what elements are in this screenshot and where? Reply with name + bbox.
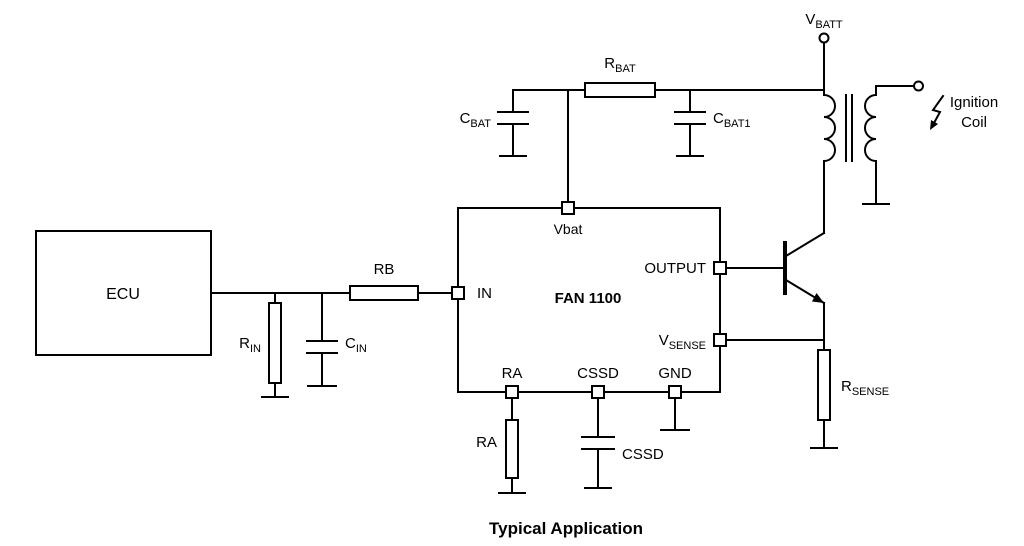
rin-body <box>268 302 282 384</box>
coil-secondary-winding <box>864 93 878 163</box>
ic-fan1100: FAN 1100 Vbat IN OUTPUT VSENSE RA CSSD G… <box>451 201 727 399</box>
rin-label: RIN <box>239 335 261 355</box>
ignition-coil: Ignition Coil <box>822 80 998 234</box>
output-transistor <box>725 231 826 351</box>
rbat-resistor: RBAT <box>584 55 656 98</box>
pin-ra-square <box>505 385 519 399</box>
cin-wires <box>306 292 338 387</box>
transistor-emitter-arrow <box>812 293 824 303</box>
cbat1-wires <box>674 89 706 157</box>
pin-cssd-label: CSSD <box>577 365 619 382</box>
spark-arrowhead <box>930 120 938 130</box>
pin-vbat-square <box>561 201 575 215</box>
cbat1-capacitor: CBAT1 <box>674 89 751 157</box>
ecu-box <box>35 230 212 356</box>
figure-title: Typical Application <box>489 519 643 538</box>
cbat-label: CBAT <box>460 110 492 130</box>
gnd-connection <box>660 397 690 431</box>
cssd-label: CSSD <box>622 446 664 463</box>
battery-filter-network: CBAT RBAT CBAT1 VBATT <box>460 11 843 203</box>
pin-gnd: GND <box>658 365 692 399</box>
vbatt-terminal: VBATT <box>805 11 843 96</box>
pin-output-label: OUTPUT <box>644 260 706 277</box>
spark-icon <box>930 94 945 130</box>
rsense-label: RSENSE <box>841 378 889 398</box>
rsense-ground <box>810 419 838 449</box>
ra-resistor: RA <box>476 397 526 494</box>
wire-secondary-to-terminal <box>875 85 915 96</box>
ecu-block: ECU <box>35 230 212 356</box>
pin-vsense-square <box>713 333 727 347</box>
ecu-label: ECU <box>106 286 140 303</box>
cin-capacitor: CIN <box>306 292 367 387</box>
rbat-body <box>584 82 656 98</box>
cin-label: CIN <box>345 335 367 355</box>
cssd-capacitor: CSSD <box>581 397 664 489</box>
ra-body <box>505 419 519 479</box>
rbat-label: RBAT <box>604 55 636 75</box>
pin-cssd-square <box>591 385 605 399</box>
pin-in-label: IN <box>477 285 492 302</box>
vbatt-label: VBATT <box>805 11 843 31</box>
pin-vsense: VSENSE <box>659 332 727 352</box>
ignition-coil-label-line2: Coil <box>961 114 987 131</box>
pin-in: IN <box>451 285 492 302</box>
pin-vbat: Vbat <box>554 201 583 237</box>
coil-core <box>845 94 853 162</box>
ignition-coil-label-line1: Ignition <box>950 94 998 111</box>
vbatt-terminal-icon <box>818 32 830 44</box>
rsense-resistor: RSENSE <box>810 349 889 449</box>
spark-zigzag <box>931 94 945 125</box>
pin-gnd-square <box>668 385 682 399</box>
pin-ra-label: RA <box>502 365 523 382</box>
rb-body <box>349 285 419 301</box>
pin-ra: RA <box>502 365 523 399</box>
pin-output-square <box>713 261 727 275</box>
rin-wires <box>261 292 289 398</box>
ic-body <box>457 207 721 393</box>
cbat-capacitor: CBAT <box>460 89 529 157</box>
pin-in-square <box>451 286 465 300</box>
pin-output: OUTPUT <box>644 260 727 277</box>
input-network: RIN CIN RB <box>210 261 453 398</box>
rsense-body <box>817 349 831 421</box>
transistor-collector <box>784 231 826 258</box>
ra-ground <box>498 477 526 494</box>
pin-vbat-label: Vbat <box>554 221 583 237</box>
cbat1-label: CBAT1 <box>713 110 751 130</box>
coil-primary-winding <box>822 93 836 163</box>
rin-resistor: RIN <box>239 292 289 398</box>
gnd-ground <box>660 397 690 431</box>
rb-resistor: RB <box>349 261 419 301</box>
ra-label: RA <box>476 434 497 451</box>
pin-vsense-label: VSENSE <box>659 332 706 352</box>
cssd-wires <box>581 397 615 489</box>
pin-gnd-label: GND <box>658 365 692 382</box>
rb-label: RB <box>374 261 395 278</box>
pin-cssd: CSSD <box>577 365 619 399</box>
cbat-wires <box>497 89 529 157</box>
ic-name: FAN 1100 <box>555 290 622 307</box>
coil-secondary-ground <box>862 160 890 205</box>
spark-terminal-icon <box>913 80 924 92</box>
